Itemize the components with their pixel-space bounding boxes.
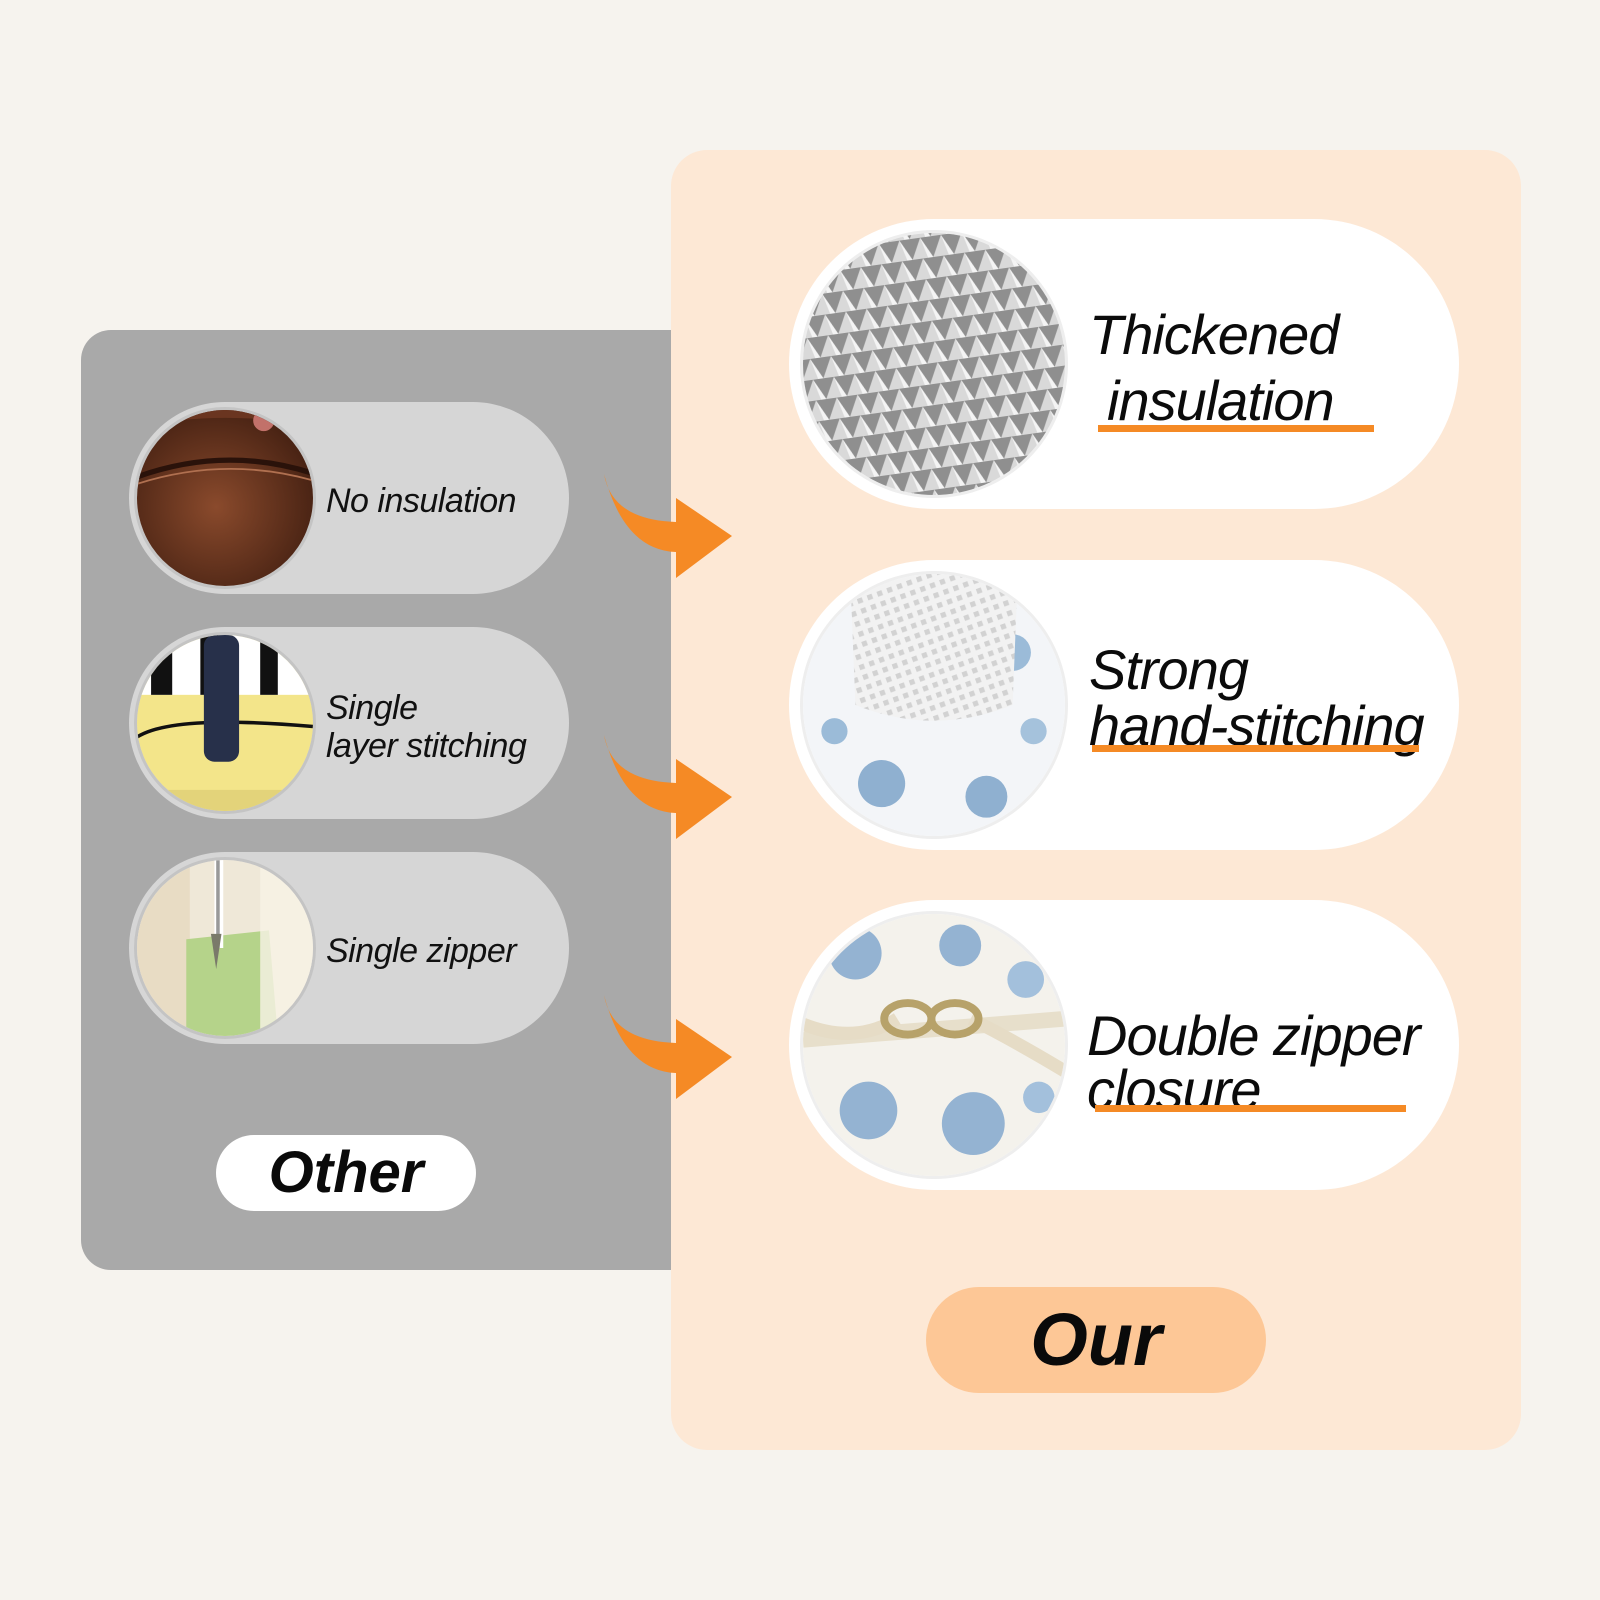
arrow-right-icon bbox=[604, 474, 732, 578]
thickened-insulation-label-line1: Thickened bbox=[1089, 303, 1339, 366]
arrow-right-icon bbox=[604, 995, 732, 1099]
other-badge: Other bbox=[216, 1135, 476, 1211]
our-item-strong-hand-stitching: Strong hand-stitching bbox=[789, 560, 1459, 850]
single-layer-stitching-label-line2: layer stitching bbox=[326, 727, 527, 765]
our-item-thickened-insulation: Thickened insulation bbox=[789, 219, 1459, 509]
other-item-no-insulation: No insulation bbox=[129, 402, 569, 594]
green-bag-zipper-photo-icon bbox=[137, 860, 313, 1036]
accent-underline bbox=[1098, 425, 1374, 432]
woven-strap-photo-icon bbox=[803, 574, 1065, 836]
foil-insulation-photo-icon bbox=[803, 233, 1065, 495]
accent-underline bbox=[1095, 1105, 1406, 1112]
other-item-single-layer-stitching: Single layer stitching bbox=[129, 627, 569, 819]
strong-hand-stitching-label-line1: Strong bbox=[1089, 638, 1249, 701]
thickened-insulation-label-line2: insulation bbox=[1107, 369, 1335, 432]
no-insulation-label: No insulation bbox=[326, 482, 517, 520]
single-layer-stitching-label-line1: Single bbox=[326, 689, 418, 727]
accent-underline bbox=[1092, 745, 1419, 752]
single-zipper-label: Single zipper bbox=[326, 932, 517, 970]
yellow-bag-strap-photo-icon bbox=[137, 635, 313, 811]
brown-lining-photo-icon bbox=[137, 410, 313, 586]
arrow-right-icon bbox=[604, 735, 732, 839]
double-zipper-photo-icon bbox=[803, 914, 1065, 1176]
our-item-double-zipper-closure: Double zipper closure bbox=[789, 900, 1459, 1190]
our-badge: Our bbox=[926, 1287, 1266, 1393]
double-zipper-closure-label-line1: Double zipper bbox=[1087, 1004, 1421, 1067]
other-item-single-zipper: Single zipper bbox=[129, 852, 569, 1044]
